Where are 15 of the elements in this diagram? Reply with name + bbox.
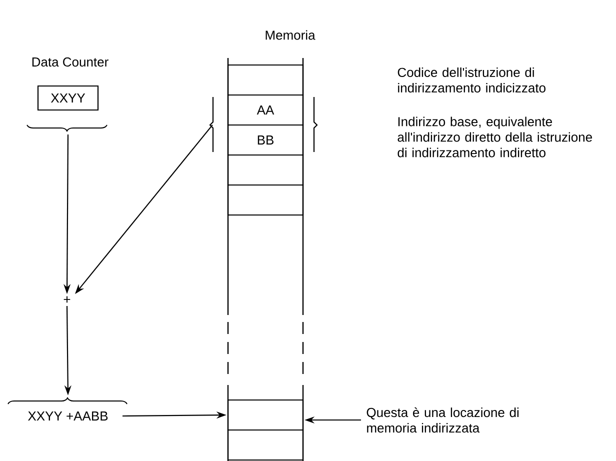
column-title: Memoria <box>266 30 316 40</box>
register-box: XXYY <box>37 85 99 111</box>
register-label: Data Counter <box>32 57 108 67</box>
formula-text: XXYY +AABB <box>28 412 108 420</box>
memory-cell <box>227 64 304 96</box>
memory-cell <box>227 154 304 186</box>
memory-cell <box>227 429 304 461</box>
memory-cell <box>227 399 304 431</box>
memory-cell: AA <box>227 94 304 126</box>
memory-cell <box>227 184 304 216</box>
annotation-text: Questa è una locazione di memoria indirizzata <box>366 407 518 433</box>
memory-cell: BB <box>227 124 304 156</box>
description-text: Indirizzo base, equivalente all'indirizzo diretto della istruzione di indirizzamento indiretto <box>398 116 592 158</box>
formula-text: + <box>64 296 70 303</box>
description-text: Codice dell'istruzione di indirizzamento indicizzato <box>398 67 546 93</box>
